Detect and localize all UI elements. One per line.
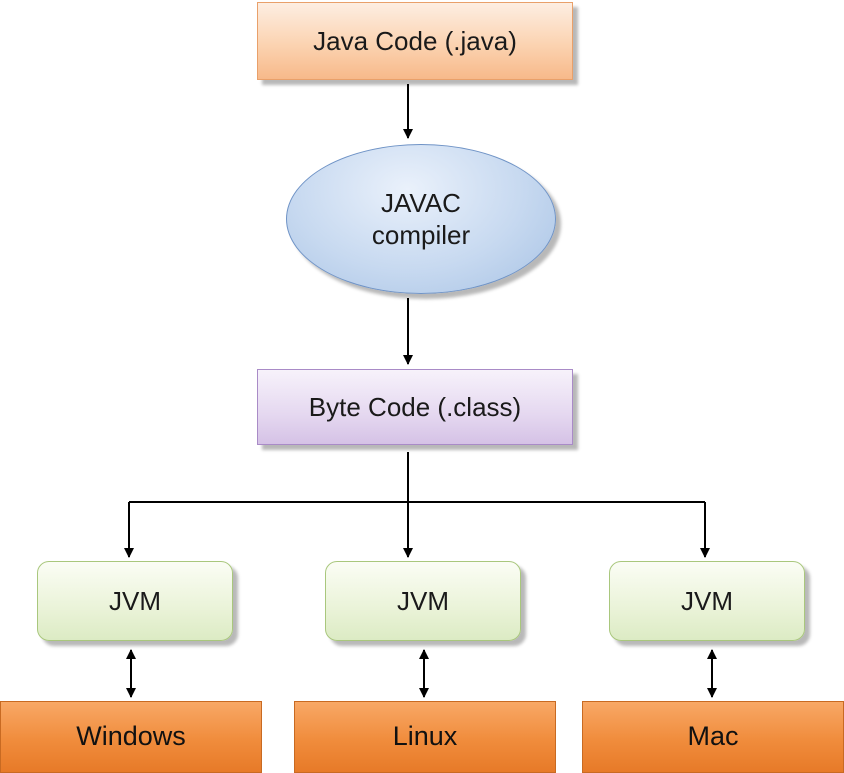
byte-code-box: Byte Code (.class) [257,369,573,445]
jvm-label: JVM [681,585,733,616]
jvm-label: JVM [109,585,161,616]
jvm-box-windows: JVM [37,561,233,641]
java-code-box: Java Code (.java) [257,2,573,80]
jvm-box-linux: JVM [325,561,521,641]
byte-code-label: Byte Code (.class) [308,391,522,422]
java-code-label: Java Code (.java) [313,25,517,56]
jvm-label: JVM [397,585,449,616]
javac-compiler-ellipse: JAVAC compiler [286,144,556,294]
jvm-box-mac: JVM [609,561,805,641]
os-box-mac: Mac [582,701,844,773]
compiler-label: compiler [371,220,471,250]
os-label-mac: Mac [687,721,739,752]
os-box-windows: Windows [0,701,262,773]
os-label-windows: Windows [76,721,186,752]
os-box-linux: Linux [294,701,556,773]
os-label-linux: Linux [392,721,458,752]
javac-label: JAVAC [381,187,461,218]
